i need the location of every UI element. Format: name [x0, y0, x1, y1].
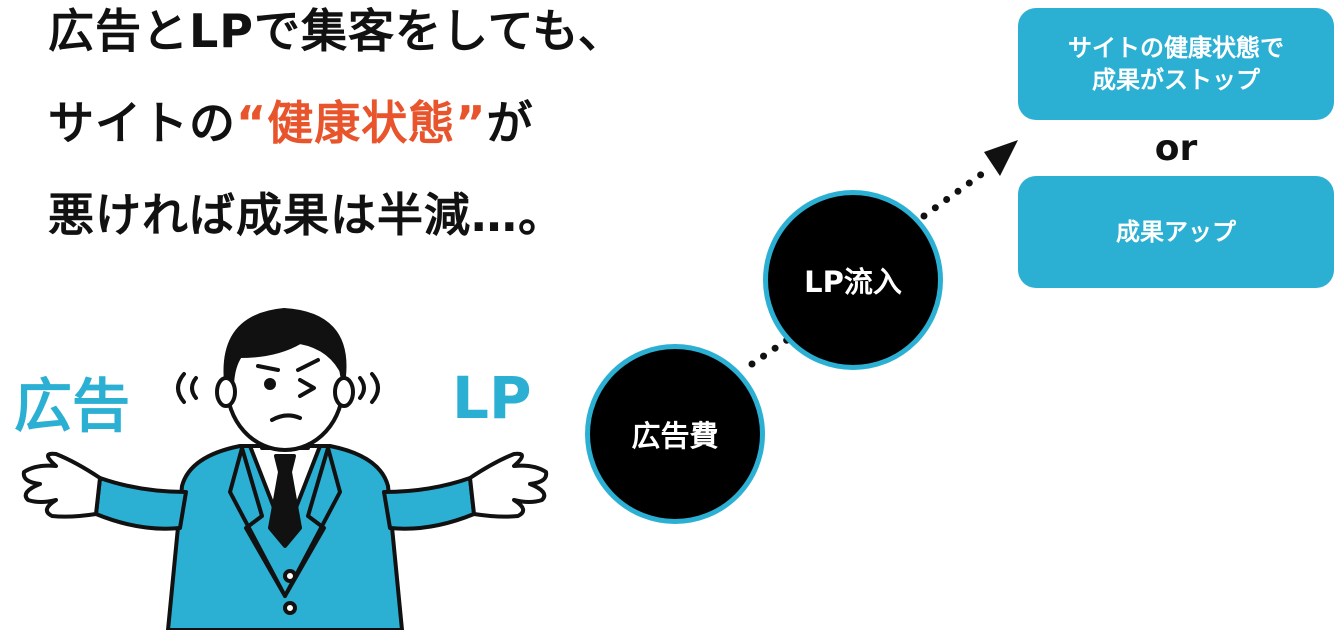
arrow-head-icon [984, 140, 1018, 176]
headline-line-1: 広告とLPで集客をしても、 [48, 4, 625, 58]
connector-ad-to-lp [748, 334, 794, 368]
outcome-up-box: 成果アップ [1018, 176, 1334, 288]
flow-step-lp-inflow: LP流入 [763, 190, 943, 370]
connector-lp-to-outcome [920, 164, 994, 220]
headline-line-2: サイトの“健康状態”が [48, 98, 625, 148]
outcome-stop-line-2: 成果がストップ [1092, 66, 1260, 94]
flow-step-lp-inflow-label: LP流入 [804, 265, 902, 299]
lp-label: LP [452, 364, 532, 432]
headline-line-3: 悪ければ成果は半減…。 [48, 188, 565, 242]
headline-line-2-after: が [486, 96, 534, 150]
flow-step-ad-spend: 広告費 [585, 344, 765, 524]
outcome-up-label: 成果アップ [1116, 218, 1236, 246]
ad-label: 広告 [14, 372, 131, 440]
outcome-stop-line-1: サイトの健康状態で [1068, 34, 1284, 62]
confused-businessman-illustration [21, 308, 549, 630]
headline-emphasis: “健康状態” [236, 96, 487, 150]
flow-step-ad-spend-label: 広告費 [631, 419, 719, 453]
headline-line-2-before: サイトの [48, 96, 236, 150]
or-separator: or [1154, 128, 1198, 169]
headline: 広告とLPで集客をしても、 サイトの“健康状態”が 悪ければ成果は半減…。 [48, 6, 625, 282]
outcome-stop-box: サイトの健康状態で 成果がストップ [1018, 8, 1334, 120]
